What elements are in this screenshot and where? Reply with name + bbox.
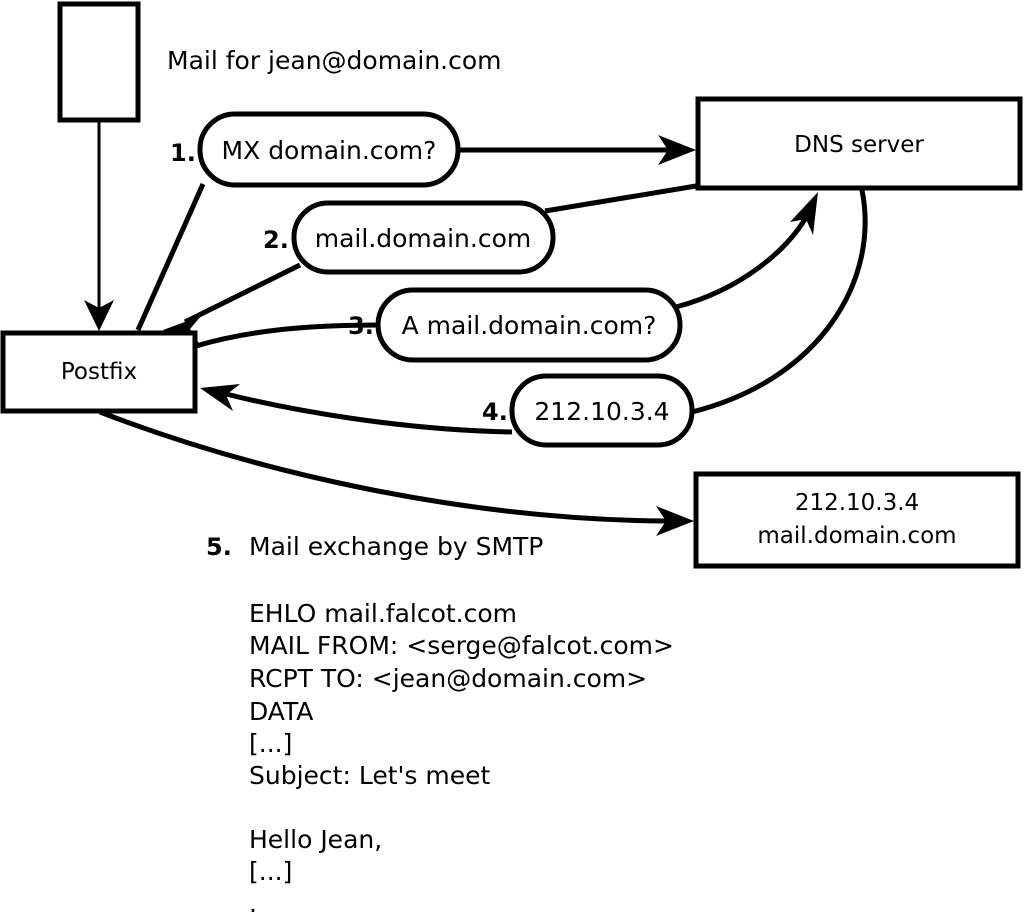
step-2-number: 2. [263, 226, 289, 254]
node-sender-box[interactable] [57, 1, 141, 123]
edge-ip-answer-to-postfix [200, 384, 513, 435]
step-4-label: 212.10.3.4 [534, 397, 669, 426]
step-1-label: MX domain.com? [222, 136, 437, 165]
node-mail-server-hostname: mail.domain.com [757, 523, 956, 549]
step-1-bubble[interactable] [197, 111, 461, 188]
edge-dns-to-ip-answer [691, 189, 868, 415]
step-2-group: 2. mail.domain.com [263, 200, 556, 275]
step-5-label: Mail exchange by SMTP [249, 532, 543, 561]
step-5-number: 5. [206, 533, 232, 561]
transcript-line-3: RCPT TO: <jean@domain.com> [249, 664, 647, 693]
step-1-number: 1. [170, 139, 196, 167]
transcript-line-4: DATA [249, 697, 313, 726]
edge-a-query-to-dns [675, 192, 818, 310]
edge-mx-query-to-dns [460, 135, 696, 165]
step-4-bubble[interactable] [509, 373, 695, 448]
edge-postfix-to-a-query [195, 322, 381, 349]
step-3-label: A mail.domain.com? [402, 311, 657, 340]
transcript-line-2: MAIL FROM: <serge@falcot.com> [249, 631, 674, 660]
transcript-line-8: Hello Jean, [249, 825, 382, 854]
edge-sender-to-postfix [84, 121, 114, 331]
transcript-line-9: [...] [249, 857, 292, 886]
smtp-transcript: EHLO mail.falcot.com MAIL FROM: <serge@f… [249, 599, 674, 918]
transcript-line-10: . [249, 889, 257, 918]
transcript-line-1: EHLO mail.falcot.com [249, 599, 517, 628]
edge-postfix-to-mailserver-smtp [99, 409, 694, 536]
step-5-group: 5. Mail exchange by SMTP [206, 532, 543, 561]
caption-mail-for: Mail for jean@domain.com [167, 46, 502, 75]
node-postfix[interactable]: Postfix [0, 330, 198, 414]
step-2-bubble[interactable] [291, 200, 556, 275]
node-dns-server[interactable]: DNS server [695, 96, 1023, 191]
node-mail-server-ip: 212.10.3.4 [795, 490, 919, 516]
node-mail-server[interactable]: 212.10.3.4 mail.domain.com [693, 471, 1021, 569]
step-4-number: 4. [482, 398, 508, 426]
step-4-group: 4. 212.10.3.4 [482, 373, 695, 448]
edge-dns-to-mail-answer [544, 183, 697, 214]
edge-postfix-to-mx-query [135, 182, 206, 332]
node-dns-server-label: DNS server [794, 132, 924, 158]
node-postfix-label: Postfix [61, 359, 137, 385]
step-3-bubble[interactable] [375, 287, 683, 363]
transcript-line-6: Subject: Let's meet [249, 761, 490, 790]
transcript-line-5: [...] [249, 729, 292, 758]
step-1-group: 1. MX domain.com? [170, 111, 461, 188]
step-3-number: 3. [348, 312, 374, 340]
step-2-label: mail.domain.com [315, 224, 531, 253]
step-3-group: 3. A mail.domain.com? [348, 287, 683, 363]
